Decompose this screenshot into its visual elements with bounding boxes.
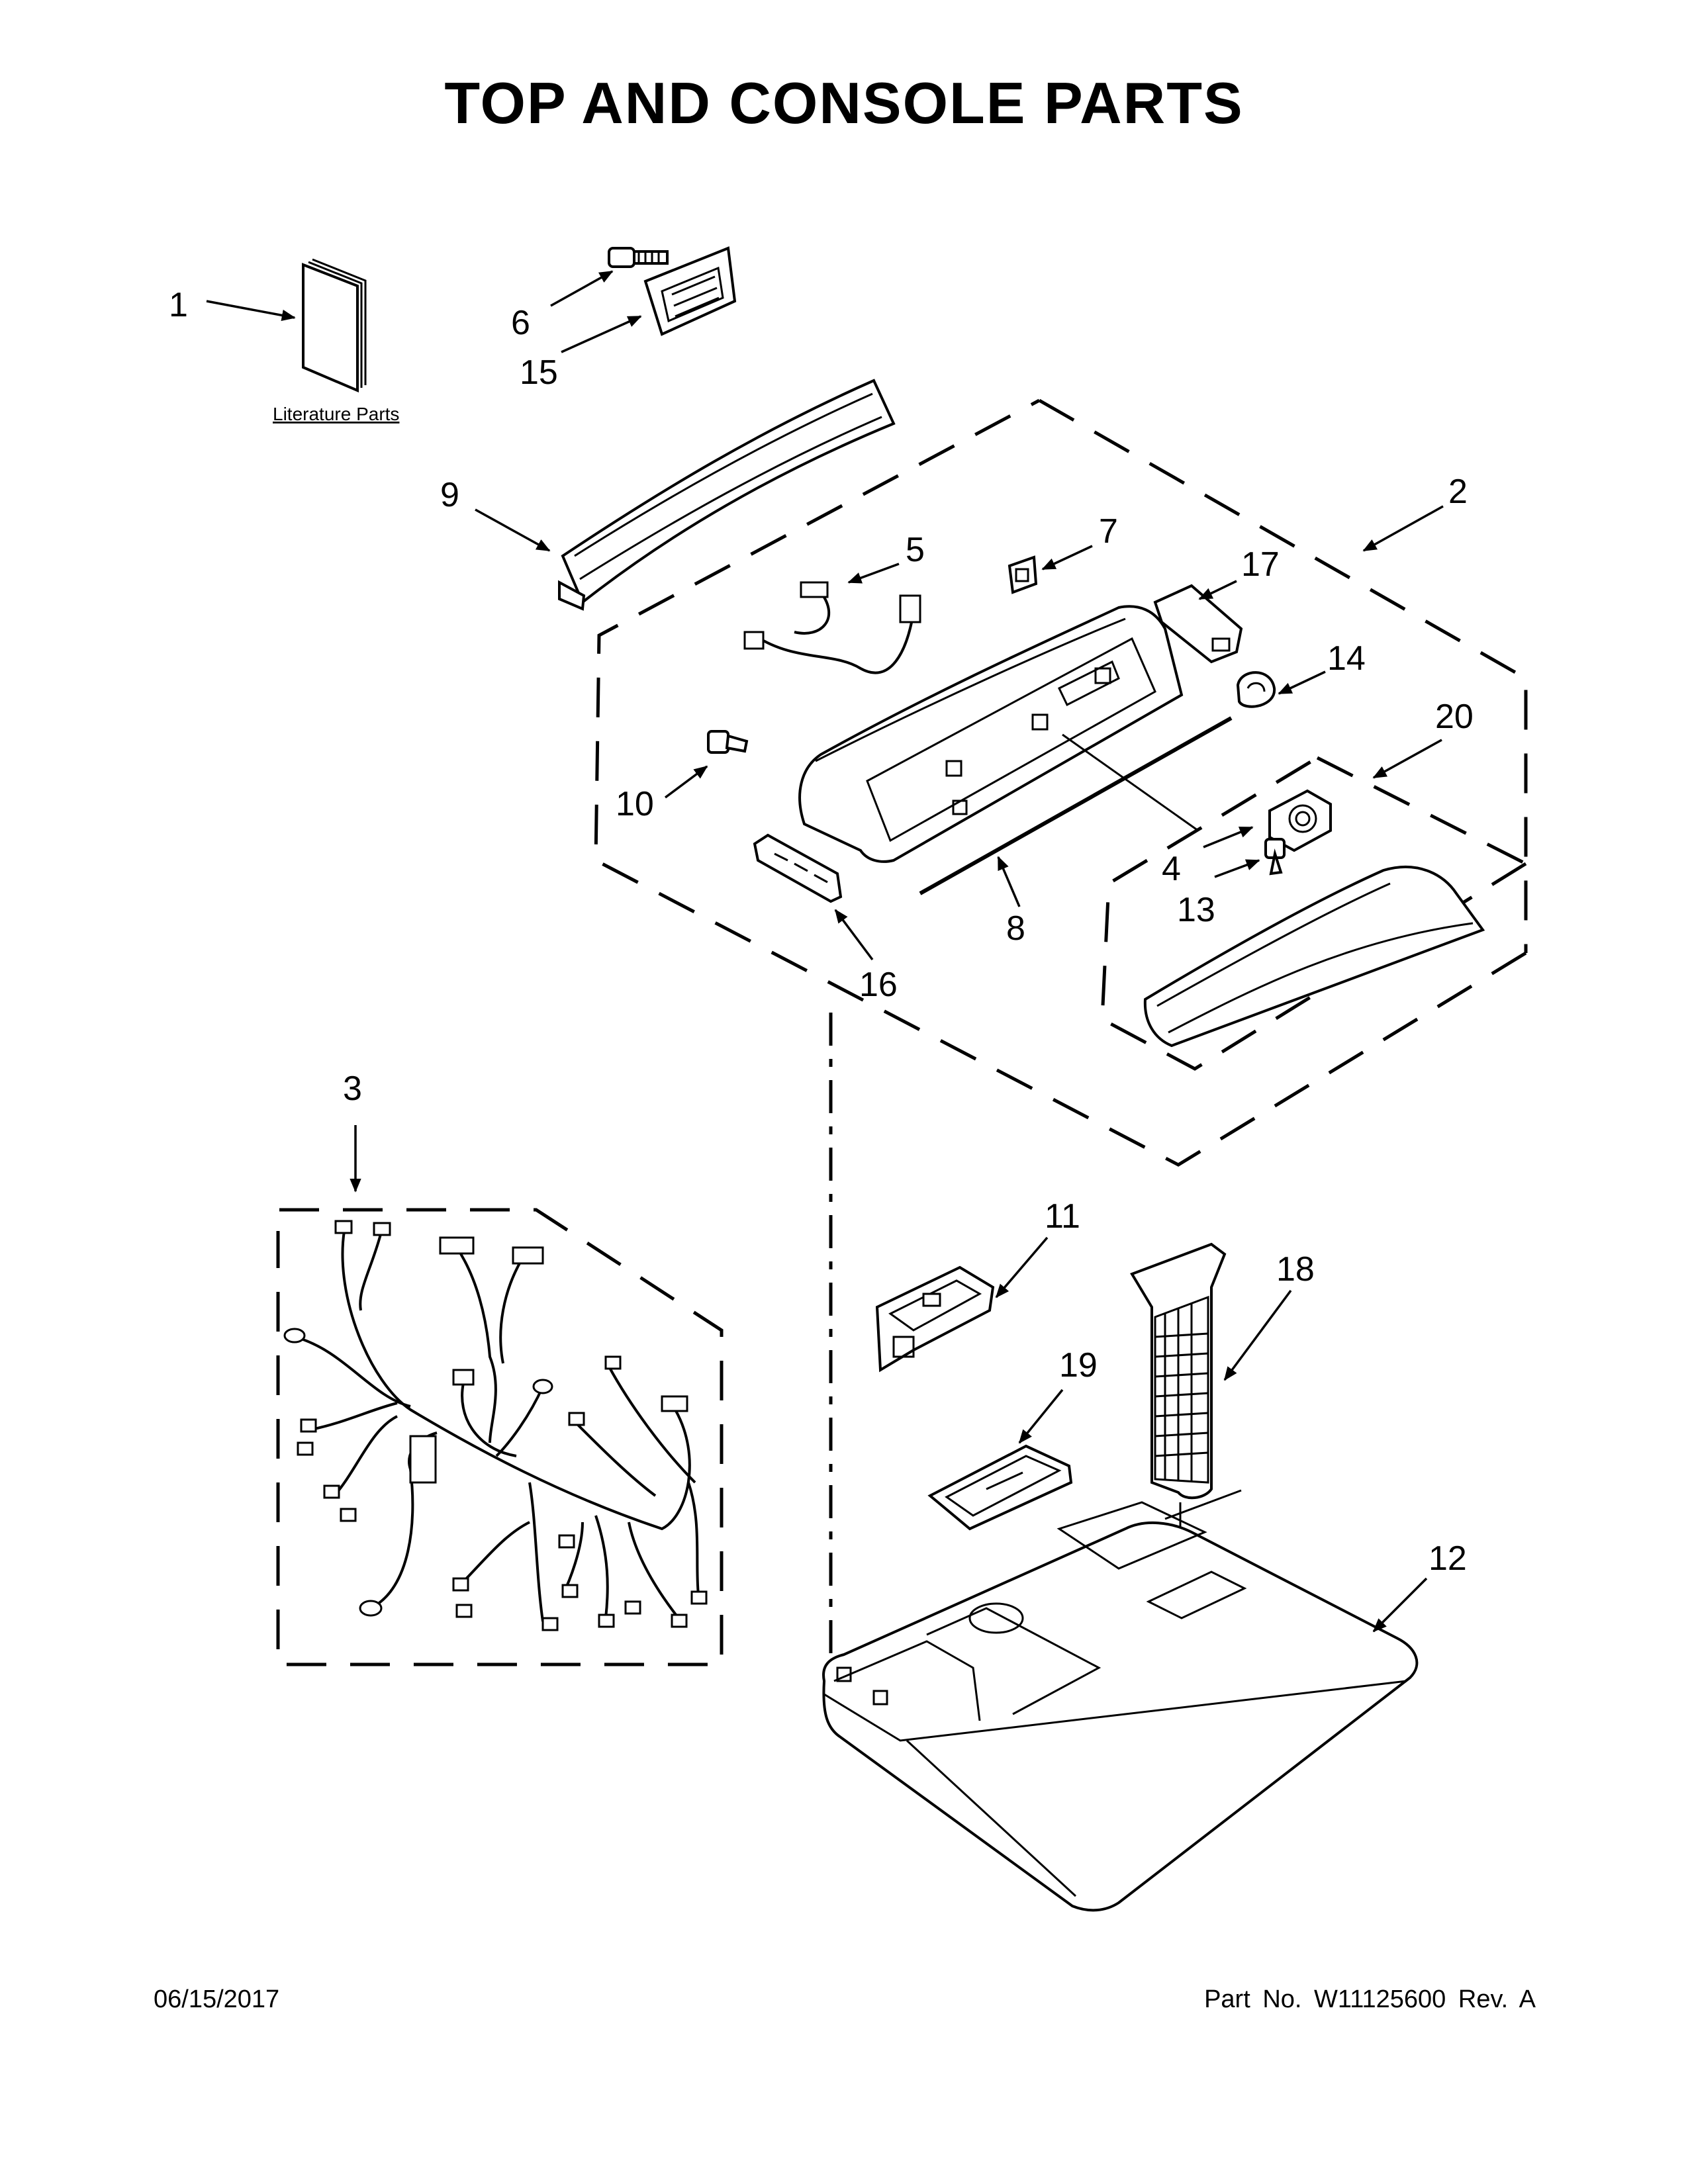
leader-10: [664, 765, 708, 799]
callout-5: 5: [906, 531, 925, 569]
part-4-module[interactable]: [1268, 789, 1332, 852]
leader-4: [1203, 826, 1254, 848]
part-16-bracket[interactable]: [753, 833, 843, 903]
callout-14: 14: [1327, 639, 1366, 678]
callout-16: 16: [859, 966, 898, 1004]
part-18-lint-filter[interactable]: [1130, 1242, 1227, 1500]
part-10-screw[interactable]: [707, 730, 749, 754]
leader-13: [1214, 859, 1260, 878]
callout-9: 9: [440, 476, 459, 514]
console-body[interactable]: [798, 605, 1184, 863]
leader-16: [834, 909, 874, 961]
callout-17: 17: [1241, 545, 1280, 584]
leader-5: [847, 563, 900, 584]
leader-2: [1362, 505, 1444, 552]
leader-12: [1372, 1577, 1428, 1633]
part-9-console-trim[interactable]: [558, 379, 896, 611]
leader-9: [475, 508, 551, 552]
part-15-bracket[interactable]: [643, 246, 737, 336]
part-19-plate[interactable]: [927, 1444, 1073, 1531]
part-5-console-harness[interactable]: [743, 581, 921, 674]
part-20-panel[interactable]: [1143, 865, 1485, 1048]
part-3-main-harness[interactable]: [283, 1220, 708, 1631]
callout-15: 15: [520, 353, 558, 392]
callout-12: 12: [1429, 1539, 1467, 1578]
callout-7: 7: [1099, 512, 1118, 551]
part-11-control-board[interactable]: [875, 1265, 995, 1373]
leader-20: [1372, 739, 1442, 779]
leader-7: [1041, 545, 1093, 570]
part-14-wire-clip[interactable]: [1236, 671, 1276, 708]
callout-18: 18: [1276, 1250, 1315, 1289]
leader-19: [1018, 1388, 1064, 1444]
footer-date: 06/15/2017: [154, 1985, 280, 2013]
callout-3: 3: [343, 1069, 362, 1108]
part-6-screw[interactable]: [608, 247, 669, 268]
leader-1: [206, 300, 296, 322]
leader-18: [1223, 1289, 1292, 1381]
leader-8: [997, 856, 1021, 907]
callout-13: 13: [1177, 891, 1215, 929]
part-7-clip[interactable]: [1008, 555, 1038, 594]
literature-parts-label: Literature Parts: [273, 404, 399, 424]
leader-6: [550, 270, 614, 307]
part-13-screw[interactable]: [1264, 838, 1286, 876]
console-to-part4-line: [1062, 733, 1199, 832]
callout-6: 6: [511, 304, 530, 342]
footer-part-number: Part No. W11125600 Rev. A: [1204, 1985, 1536, 2013]
callout-2: 2: [1448, 473, 1468, 511]
callout-4: 4: [1162, 850, 1181, 888]
console-assembly-boundary: [594, 398, 1528, 1167]
callout-19: 19: [1059, 1346, 1098, 1385]
part-12-top-panel[interactable]: [822, 1489, 1419, 1912]
callout-11: 11: [1045, 1197, 1080, 1236]
part-20-boundary[interactable]: [1100, 756, 1527, 1071]
leader-15: [561, 315, 642, 353]
page-title: TOP AND CONSOLE PARTS: [444, 70, 1244, 136]
part-8-strip[interactable]: [919, 716, 1233, 895]
callout-10: 10: [616, 785, 654, 823]
leader-11: [995, 1236, 1049, 1298]
callout-8: 8: [1006, 909, 1025, 948]
leader-17: [1198, 580, 1237, 600]
leader-14: [1278, 670, 1326, 695]
part-3-boundary[interactable]: [276, 1208, 724, 1666]
callout-20: 20: [1435, 698, 1474, 736]
part-1-literature[interactable]: [302, 258, 367, 393]
callout-1: 1: [169, 286, 188, 324]
